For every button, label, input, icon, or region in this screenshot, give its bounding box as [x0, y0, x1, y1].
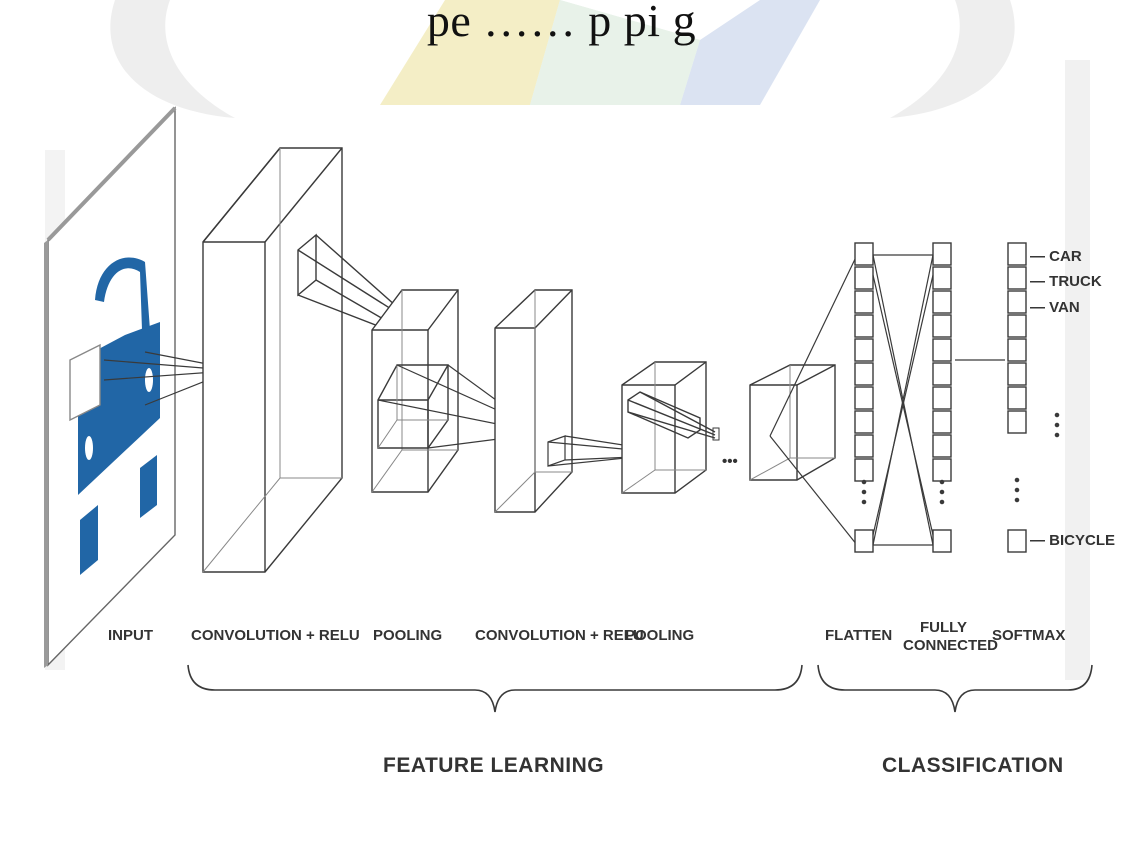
conv1-label: CONVOLUTION + RELU	[191, 627, 360, 644]
watermark-left-leaf	[110, 0, 235, 118]
fc-cell	[932, 338, 952, 362]
softmax-gap-dot	[1054, 432, 1060, 438]
softmax-cell	[1007, 386, 1027, 410]
flatten-dot	[861, 499, 867, 505]
input-plane-edge	[44, 240, 48, 668]
class-bicycle: — BICYCLE	[1030, 532, 1115, 549]
input-plane-top-edge	[46, 106, 177, 242]
softmax-cell	[1007, 314, 1027, 338]
watermark-right-bar	[1065, 60, 1090, 680]
flatten-cell	[854, 338, 874, 362]
input-image	[44, 106, 177, 668]
flatten-column	[854, 242, 874, 553]
fc-dot	[939, 499, 945, 505]
flatten-label: FLATTEN	[825, 627, 892, 644]
vehicle-wheel-right-icon	[140, 455, 157, 518]
final-feature-block	[749, 254, 858, 546]
vehicle-roof-icon	[95, 257, 150, 330]
input-label: INPUT	[108, 627, 153, 644]
softmax-cell	[1007, 266, 1027, 290]
fully-connected-label-line2: CONNECTED	[903, 637, 998, 654]
flatten-cell	[854, 242, 874, 266]
fc-dot	[939, 479, 945, 485]
softmax-cell	[1007, 410, 1027, 434]
conv2-block	[494, 289, 573, 513]
fc-cell	[932, 529, 952, 553]
fc-cell	[932, 386, 952, 410]
output-class-labels: — CAR — TRUCK — VAN — BICYCLE	[1030, 248, 1115, 549]
flatten-dot	[861, 479, 867, 485]
pool1-label: POOLING	[373, 627, 442, 644]
softmax-column	[1007, 242, 1060, 553]
softmax-dot	[1014, 497, 1020, 503]
fc-cell	[932, 266, 952, 290]
figure-body	[44, 106, 1093, 713]
fc-cell	[932, 314, 952, 338]
caption-fragment: pe …… p pi g	[426, 0, 697, 46]
flatten-cell	[854, 290, 874, 314]
conv1-block	[202, 147, 343, 573]
softmax-label: SOFTMAX	[992, 627, 1065, 644]
feature-learning-label: FEATURE LEARNING	[383, 754, 604, 777]
fully-connected-column	[932, 242, 952, 553]
flatten-cell	[854, 529, 874, 553]
softmax-dot	[1014, 487, 1020, 493]
watermark-blue-shape	[680, 0, 820, 105]
softmax-gap-dot	[1054, 422, 1060, 428]
watermark-yellow-shape	[380, 0, 560, 105]
watermark-green-center	[530, 0, 700, 105]
softmax-dot	[1014, 477, 1020, 483]
softmax-cell	[1007, 362, 1027, 386]
group-labels: FEATURE LEARNING CLASSIFICATION	[383, 754, 1064, 777]
pool2-label: POOLING	[625, 627, 694, 644]
class-van: — VAN	[1030, 299, 1080, 316]
fc-cell	[932, 458, 952, 482]
flatten-cell	[854, 362, 874, 386]
flatten-cell	[854, 266, 874, 290]
stage-labels: INPUT CONVOLUTION + RELU POOLING CONVOLU…	[108, 453, 1065, 654]
feature-learning-brace	[187, 664, 803, 713]
softmax-gap-dot	[1054, 412, 1060, 418]
classification-label: CLASSIFICATION	[882, 754, 1064, 777]
vehicle-light-icon-2	[85, 436, 93, 460]
flatten-cell	[854, 314, 874, 338]
fc-cell	[932, 242, 952, 266]
class-car: — CAR	[1030, 248, 1082, 265]
flatten-cell	[854, 410, 874, 434]
flatten-to-fc-connections	[872, 254, 934, 546]
watermark-right-leaf	[890, 0, 1015, 118]
softmax-cell	[1007, 242, 1027, 266]
vehicle-light-icon	[145, 368, 153, 392]
ellipsis-label: •••	[722, 453, 738, 470]
fc-dot	[939, 489, 945, 495]
softmax-cell	[1007, 529, 1027, 553]
flatten-cell	[854, 458, 874, 482]
flatten-dot	[861, 489, 867, 495]
fc-cell	[932, 362, 952, 386]
classification-brace	[817, 664, 1093, 713]
softmax-cell	[1007, 338, 1027, 362]
class-truck: — TRUCK	[1030, 273, 1102, 290]
fc-cell	[932, 290, 952, 314]
vehicle-wheel-left-icon	[80, 505, 98, 575]
flatten-cell	[854, 386, 874, 410]
fc-cell	[932, 410, 952, 434]
fc-cell	[932, 434, 952, 458]
conv2-label: CONVOLUTION + RELU	[475, 627, 644, 644]
vehicle-window-icon	[69, 343, 101, 422]
watermark-logo	[45, 0, 1090, 680]
pool1-block	[371, 289, 459, 493]
flatten-cell	[854, 434, 874, 458]
pool2-block	[621, 361, 720, 494]
fully-connected-label-line1: FULLY	[920, 619, 967, 636]
softmax-cell	[1007, 290, 1027, 314]
